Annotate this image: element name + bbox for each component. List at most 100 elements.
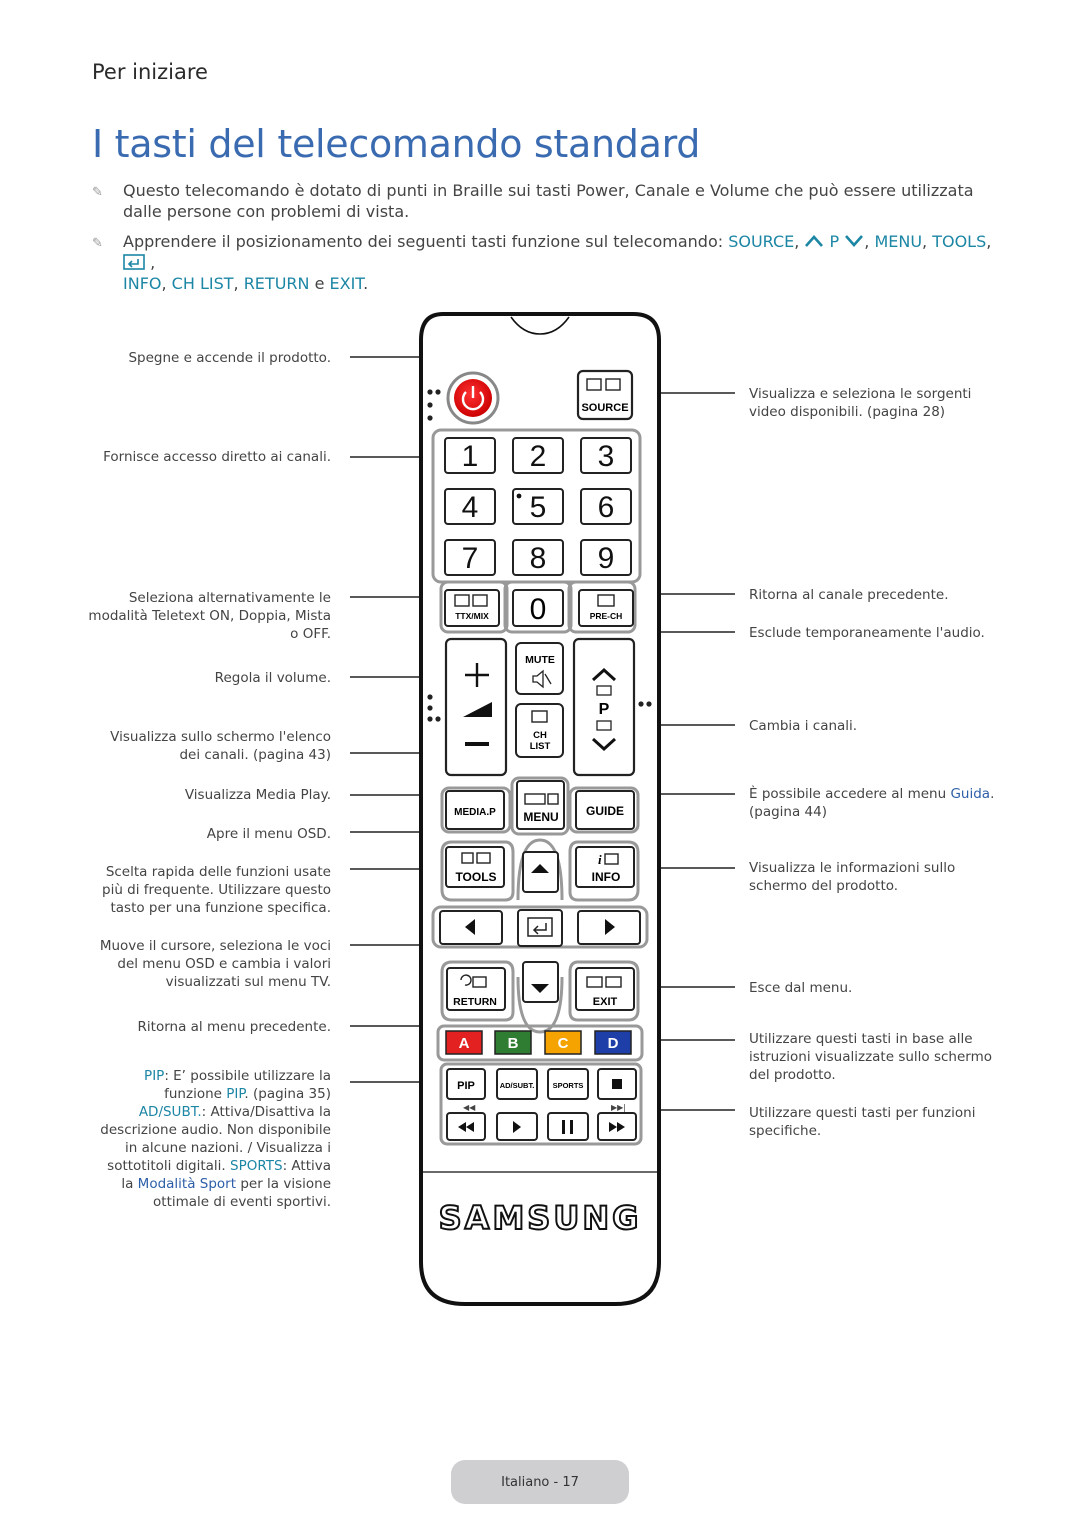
media-p-button[interactable]: MEDIA.P [445,790,505,830]
channel-rocker[interactable]: P [572,637,636,777]
annotation-color: Utilizzare questi tasti in base alle ist… [749,1031,992,1083]
info-button[interactable]: i INFO [575,846,635,888]
svg-text:3: 3 [598,440,615,473]
svg-text:EXIT: EXIT [593,996,618,1008]
digit-0-button[interactable]: 0 [512,589,564,627]
source-label: SOURCE [581,402,628,414]
annotation-guide: È possibile accedere al menu Guida. (pag… [749,786,995,820]
exit-button[interactable]: EXIT [575,967,635,1011]
digit-6-button[interactable]: 6 [580,488,632,525]
digit-2-button[interactable]: 2 [512,437,564,474]
arrow-left-button[interactable] [439,910,503,945]
pre-ch-button[interactable]: PRE-CH [578,589,634,627]
menu-button[interactable]: MENU [516,780,565,830]
svg-text:MENU: MENU [523,810,558,824]
rewind-button[interactable] [446,1112,486,1141]
svg-text:8: 8 [530,542,547,575]
chevron-up-icon [805,235,824,247]
digit-8-button[interactable]: 8 [512,539,564,576]
svg-text:D: D [608,1035,619,1052]
annotation-exit: Esce dal menu. [749,980,853,996]
return-button[interactable]: RETURN [446,967,506,1011]
sports-button[interactable]: SPORTS [547,1068,589,1100]
ad-subt-button[interactable]: AD/SUBT. [496,1068,538,1100]
annotation-arrows: Muove il cursore, seleziona le voci del … [99,938,331,990]
annotation-ttx: Seleziona alternativamente le modalità T… [88,590,331,642]
stop-button[interactable] [597,1068,637,1100]
annotation-media: Utilizzare questi tasti per funzioni spe… [749,1105,976,1139]
svg-text:TTX/MIX: TTX/MIX [455,611,489,621]
page-number: Italiano - 17 [451,1460,629,1504]
enter-button[interactable] [517,909,563,947]
svg-text:1: 1 [462,440,479,473]
remote-control: SOURCE 1 2 3 4 5 6 7 8 9 TTX/MIX 0 PRE-C… [419,312,661,1306]
annotation-mute: Esclude temporaneamente l'audio. [749,625,985,641]
svg-text:0: 0 [530,593,547,626]
color-b-button[interactable]: B [494,1030,532,1055]
svg-text:CH: CH [533,730,547,741]
svg-text:C: C [558,1035,569,1052]
svg-text:LIST: LIST [530,741,551,752]
samsung-logo: SAMSUNG [439,1199,642,1237]
svg-text:TOOLS: TOOLS [455,870,496,884]
pip-button[interactable]: PIP [446,1068,486,1100]
annotation-pip: PIP: E’ possibile utilizzare la funzione… [100,1068,331,1210]
annotation-power: Spegne e accende il prodotto. [128,350,331,366]
guide-button[interactable]: GUIDE [575,790,635,830]
svg-text:AD/SUBT.: AD/SUBT. [500,1081,535,1090]
note-braille: ✎ Questo telecomando è dotato di punti i… [92,181,974,221]
annotation-mediap: Visualizza Media Play. [184,787,331,803]
ttx-mix-button[interactable]: TTX/MIX [444,589,500,627]
mute-button[interactable]: MUTE [515,642,564,695]
digit-9-button[interactable]: 9 [580,539,632,576]
digit-7-button[interactable]: 7 [444,539,496,576]
annotation-prech: Ritorna al canale precedente. [749,587,949,603]
annotation-volume: Regola il volume. [214,670,331,686]
digit-1-button[interactable]: 1 [444,437,496,474]
section-title: Per iniziare [92,60,208,84]
svg-text:4: 4 [462,491,479,524]
svg-text:B: B [508,1035,519,1052]
arrow-down-button[interactable] [522,961,559,1003]
svg-text:5: 5 [530,491,547,524]
annotation-tools: Scelta rapida delle funzioni usate più d… [102,864,331,916]
svg-text:MUTE: MUTE [525,654,555,666]
annotation-chlist: Visualizza sullo schermo l'elenco dei ca… [110,729,331,763]
chevron-down-icon [845,235,864,247]
rewind-glyph: ◀◀ [463,1103,476,1112]
pause-button[interactable] [547,1112,589,1141]
volume-rocker[interactable] [444,637,508,777]
source-button[interactable]: SOURCE [576,369,634,421]
enter-icon [123,254,145,270]
svg-text:PRE-CH: PRE-CH [590,611,623,621]
digit-4-button[interactable]: 4 [444,488,496,525]
arrow-up-button[interactable] [522,851,559,893]
annotation-return: Ritorna al menu precedente. [137,1019,331,1035]
note-keys: ✎ Apprendere il posizionamento dei segue… [92,232,992,293]
svg-text:i: i [598,852,602,867]
color-c-button[interactable]: C [544,1030,582,1055]
svg-text:2: 2 [530,440,547,473]
page-title: I tasti del telecomando standard [92,122,701,166]
color-d-button[interactable]: D [594,1030,632,1055]
fast-forward-button[interactable] [597,1112,637,1141]
digit-5-button[interactable]: 5 [512,488,564,525]
svg-text:7: 7 [462,542,479,575]
svg-text:P: P [599,701,610,718]
svg-text:MEDIA.P: MEDIA.P [454,807,496,818]
arrow-right-button[interactable] [577,910,641,945]
power-button[interactable] [446,371,500,425]
pencil-icon: ✎ [92,236,103,251]
annotation-info: Visualizza le informazioni sullo schermo… [749,860,956,894]
ch-list-button[interactable]: CH LIST [515,703,564,758]
color-a-button[interactable]: A [445,1030,483,1055]
svg-text:SPORTS: SPORTS [553,1081,584,1090]
digit-3-button[interactable]: 3 [580,437,632,474]
tools-button[interactable]: TOOLS [445,846,505,888]
svg-text:6: 6 [598,491,615,524]
pencil-icon: ✎ [92,185,103,200]
svg-text:PIP: PIP [457,1080,475,1092]
svg-text:GUIDE: GUIDE [586,804,624,818]
play-button[interactable] [496,1112,538,1141]
svg-text:RETURN: RETURN [453,996,497,1008]
